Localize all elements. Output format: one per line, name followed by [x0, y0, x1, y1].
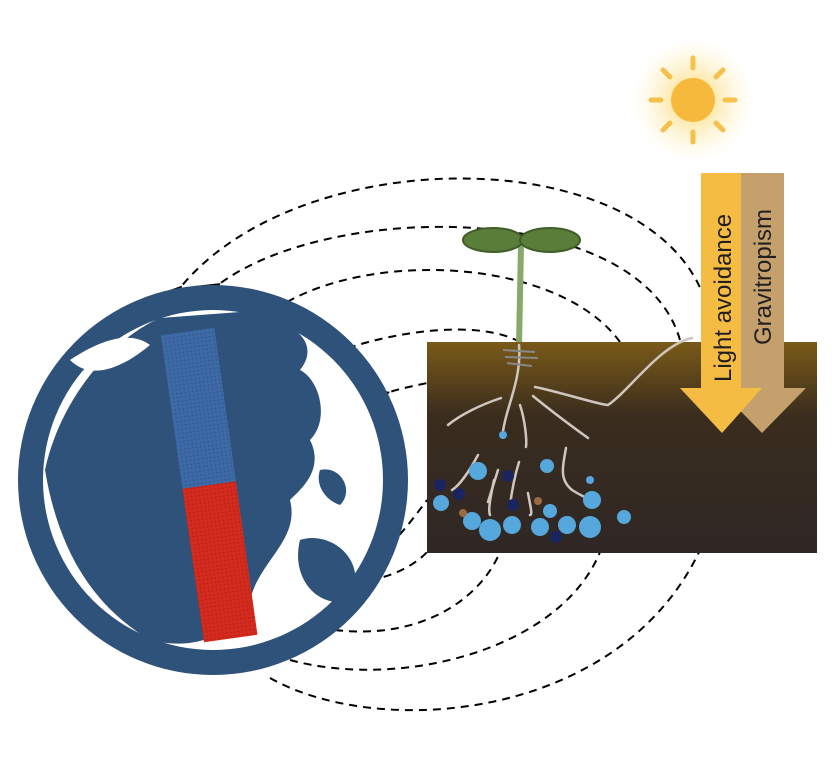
leaf-right: [519, 227, 581, 253]
sun-icon: [631, 38, 755, 162]
leaf-left: [462, 227, 524, 253]
nutrient-particles-brown: [459, 497, 542, 517]
magnetic-field-lines: [157, 177, 706, 712]
gravitropism-arrow: Gravitropism: [718, 173, 806, 433]
soil-particles: [433, 431, 631, 543]
light-avoidance-arrow: Light avoidance: [680, 173, 762, 433]
water-droplets: [433, 431, 631, 541]
field-line-6: [269, 549, 701, 712]
seedling: [462, 227, 581, 346]
gravitropism-label: Gravitropism: [750, 209, 777, 345]
nutrient-particles-dark: [434, 470, 562, 543]
magnet-bar: [160, 327, 258, 643]
field-line-9: [369, 551, 428, 581]
field-line-1: [157, 177, 706, 312]
root-hairs: [502, 349, 539, 367]
light-avoidance-label: Light avoidance: [710, 214, 737, 382]
field-line-3: [263, 269, 621, 343]
field-line-8: [334, 551, 501, 633]
field-line-7: [289, 551, 601, 671]
field-line-2: [194, 225, 681, 341]
roots: [446, 336, 694, 517]
field-line-4: [318, 328, 521, 369]
